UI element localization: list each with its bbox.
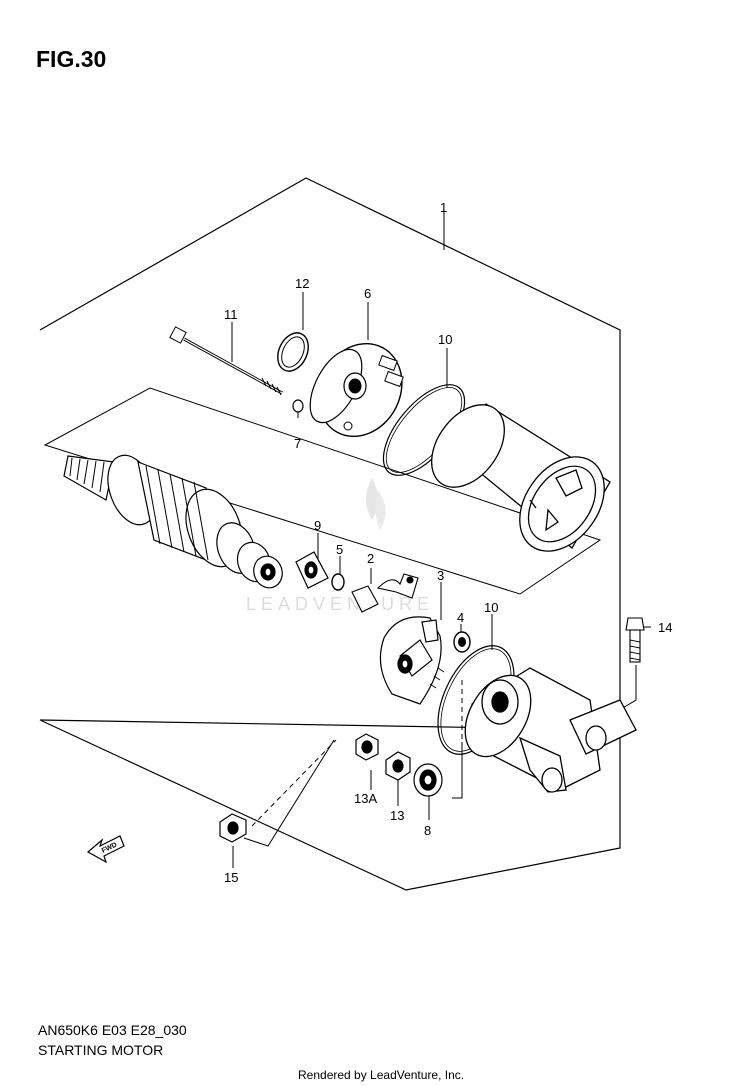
callout-10-upper: 10 [438, 332, 452, 347]
diagram-name: STARTING MOTOR [38, 1042, 164, 1058]
armature-group-boundary [43, 387, 602, 595]
watermark-text: LEADVENTURE [246, 594, 434, 614]
callout-5: 5 [336, 542, 343, 557]
callout-10-lower: 10 [484, 600, 498, 615]
callout-2: 2 [367, 551, 374, 566]
callout-13a: 13A [354, 791, 377, 806]
bolt [625, 617, 645, 663]
nut-13a [355, 733, 379, 761]
yoke-housing [431, 403, 611, 552]
housing-cover [464, 667, 637, 793]
leadventure-watermark: LEADVENTURE [246, 478, 434, 614]
through-bolt [169, 326, 283, 396]
callout-3: 3 [437, 568, 444, 583]
o-ring-terminal [331, 573, 345, 591]
callout-1: 1 [440, 200, 447, 215]
callout-15: 15 [224, 870, 238, 885]
washer [292, 399, 304, 413]
callout-6: 6 [364, 286, 371, 301]
callout-7: 7 [294, 436, 301, 451]
callout-14: 14 [658, 620, 672, 635]
render-credit: Rendered by LeadVenture, Inc. [298, 1068, 465, 1082]
figure-title: FIG.30 [36, 46, 107, 72]
nut-13 [385, 751, 411, 781]
callout-11: 11 [224, 307, 238, 322]
callout-labels: 1 2 3 4 5 6 7 8 9 10 10 11 12 13 13A 14 … [224, 200, 672, 885]
o-ring-cover [277, 332, 309, 372]
bearing [453, 631, 471, 653]
callout-8: 8 [424, 823, 431, 838]
end-cover [309, 342, 404, 438]
terminal-insulator [295, 551, 329, 589]
diagram-code: AN650K6 E03 E28_030 [38, 1022, 187, 1038]
callout-13: 13 [390, 808, 404, 823]
nut-15 [219, 813, 247, 843]
assembly-boundary [39, 177, 621, 891]
forward-direction-arrow: FWD [86, 835, 125, 864]
callout-9: 9 [314, 518, 321, 533]
brush [351, 573, 419, 613]
callout-12: 12 [295, 276, 309, 291]
seal [413, 763, 443, 797]
armature [63, 454, 283, 589]
callout-4: 4 [457, 610, 464, 625]
brush-holder-plate [379, 616, 445, 705]
